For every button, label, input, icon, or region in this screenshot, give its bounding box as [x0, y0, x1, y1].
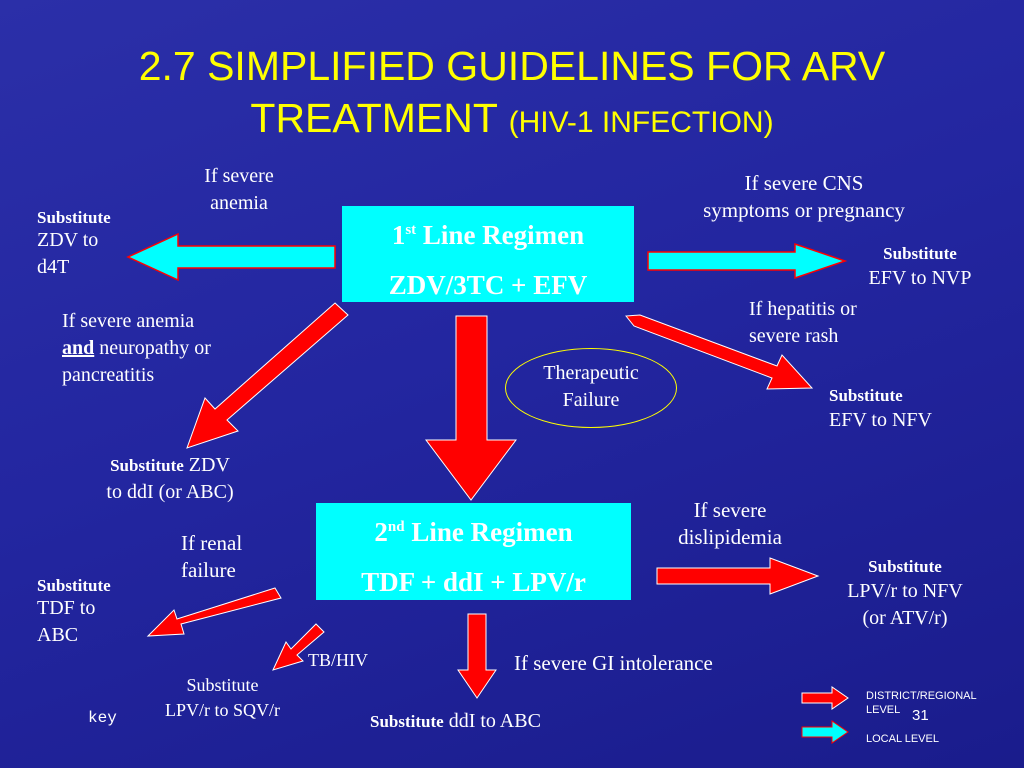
substitute-lpv-sqv-l1: Substitute [186, 675, 259, 695]
substitute-lpv-sqv-l2: LPV/r to SQV/r [164, 700, 280, 720]
condition-renal-l1: If renal [181, 531, 243, 555]
substitute-ddi-abc-l1: ddI to ABC [443, 710, 541, 732]
second-line-heading: 2nd Line Regimen [316, 507, 631, 557]
arrow-down-main [425, 315, 517, 501]
substitute-tdf-abc-l1: TDF to [37, 597, 96, 619]
first-line-regimen: ZDV/3TC + EFV [388, 270, 588, 300]
condition-anemia-neuro-l2-text: neuropathy or [94, 337, 211, 359]
condition-anemia-neuro-l3: pancreatitis [62, 364, 155, 386]
slide-title-line2: TREATMENT (HIV-1 INFECTION) [0, 92, 1024, 149]
substitute-zdv-d4t-l1: ZDV to [37, 229, 99, 251]
second-line-ordinal-sup: nd [387, 519, 405, 535]
therapeutic-failure-l2: Failure [562, 389, 620, 411]
substitute-lpv-nfv: Substitute LPV/r to NFV (or ATV/r) [820, 553, 990, 632]
slide-title-line1: 2.7 SIMPLIFIED GUIDELINES FOR ARV [138, 43, 886, 89]
legend-arrow-cyan [801, 720, 849, 744]
condition-anemia-neuro-and: and [62, 337, 95, 359]
arrow-red-diag-left [186, 302, 349, 449]
legend-red-l2: LEVEL [866, 704, 901, 716]
substitute-ddi-abc: Substitute ddI to ABC [370, 708, 630, 735]
condition-hepatitis-l1: If hepatitis or [749, 298, 857, 320]
condition-gi-intolerance: If severe GI intolerance [514, 651, 713, 675]
condition-dislipidemia-l1: If severe [693, 498, 767, 522]
legend-arrow-red [801, 686, 849, 710]
substitute-zdv-ddi: Substitute ZDV to ddI (or ABC) [70, 452, 270, 506]
substitute-zdv-ddi-l2: to ddI (or ABC) [106, 481, 234, 503]
condition-anemia-l2: anemia [210, 192, 268, 214]
condition-anemia-neuro-l2: and neuropathy or [62, 335, 282, 362]
condition-hepatitis-l2: severe rash [749, 325, 839, 347]
therapeutic-failure-oval [505, 348, 677, 428]
condition-hepatitis-rash: If hepatitis or severe rash [749, 296, 929, 350]
condition-anemia-neuropathy: If severe anemia and neuropathy or pancr… [62, 308, 282, 389]
arrow-cyan-right [647, 242, 848, 280]
condition-cns-l2: symptoms or pregnancy [703, 198, 905, 222]
arrow-red-renal [146, 587, 282, 637]
substitute-efv-nfv-head: Substitute [829, 386, 903, 405]
substitute-efv-nvp: Substitute EFV to NVP [845, 240, 995, 292]
substitute-ddi-abc-head: Substitute [370, 712, 444, 731]
substitute-lpv-sqv: Substitute LPV/r to SQV/r [140, 673, 305, 723]
substitute-efv-nvp-head: Substitute [883, 244, 957, 263]
page-number: 31 [912, 707, 929, 724]
substitute-tdf-abc: Substitute TDF to ABC [37, 572, 147, 649]
first-line-heading: 1st Line Regimen [342, 210, 634, 260]
key-label: key [88, 709, 117, 727]
condition-anemia-neuro-l1: If severe anemia [62, 310, 195, 332]
second-line-ordinal: 2 [374, 517, 388, 547]
substitute-efv-nvp-l1: EFV to NVP [868, 267, 972, 289]
therapeutic-failure-l1: Therapeutic [543, 362, 639, 384]
condition-cns-pregnancy: If severe CNS symptoms or pregnancy [655, 170, 953, 224]
first-line-ordinal-sup: st [405, 222, 417, 238]
substitute-efv-nfv-l1: EFV to NFV [829, 409, 932, 431]
substitute-zdv-ddi-head: Substitute [110, 456, 184, 475]
condition-tbhiv: TB/HIV [308, 650, 368, 670]
substitute-zdv-d4t-head: Substitute [37, 208, 111, 227]
slide-title-infection: (HIV-1 INFECTION) [508, 106, 774, 139]
substitute-lpv-nfv-head: Substitute [868, 557, 942, 576]
condition-renal-failure: If renal failure [181, 530, 281, 584]
substitute-efv-nfv: Substitute EFV to NFV [829, 382, 989, 434]
first-line-regimen-box: 1st Line Regimen ZDV/3TC + EFV [342, 206, 634, 302]
substitute-lpv-nfv-l2: (or ATV/r) [862, 607, 948, 629]
first-line-label: Line Regimen [416, 220, 585, 250]
arrow-cyan-left [126, 232, 336, 282]
substitute-tdf-abc-l2: ABC [37, 624, 79, 646]
arrow-red-tbhiv [272, 623, 325, 671]
legend-red-l1: DISTRICT/REGIONAL [866, 690, 977, 702]
substitute-lpv-nfv-l1: LPV/r to NFV [847, 580, 963, 602]
second-line-regimen-box: 2nd Line Regimen TDF + ddI + LPV/r [316, 503, 631, 600]
substitute-zdv-d4t: Substitute ZDV to d4T [37, 204, 147, 281]
condition-severe-anemia: If severe anemia [180, 163, 298, 217]
substitute-zdv-ddi-line1: Substitute ZDV [70, 452, 270, 479]
condition-cns-l1: If severe CNS [744, 171, 864, 195]
condition-dislipidemia-l2: dislipidemia [678, 525, 782, 549]
legend-district-regional: DISTRICT/REGIONAL LEVEL [866, 689, 1016, 717]
substitute-zdv-d4t-l2: d4T [37, 256, 70, 278]
substitute-zdv-ddi-l1: ZDV [183, 454, 230, 476]
arrow-red-right [656, 557, 820, 595]
condition-dislipidemia: If severe dislipidemia [650, 497, 810, 551]
first-line-ordinal: 1 [391, 220, 406, 250]
condition-anemia-l1: If severe [204, 165, 274, 187]
condition-renal-l2: failure [181, 558, 236, 582]
slide-title-treatment: TREATMENT [250, 95, 498, 141]
second-line-regimen: TDF + ddI + LPV/r [361, 567, 586, 597]
therapeutic-failure-label: Therapeutic Failure [505, 360, 677, 414]
substitute-tdf-abc-head: Substitute [37, 576, 111, 595]
legend-local-level: LOCAL LEVEL [866, 733, 939, 745]
arrow-red-diag-right [625, 314, 814, 390]
second-line-label: Line Regimen [404, 517, 573, 547]
arrow-red-down-small [457, 613, 497, 699]
